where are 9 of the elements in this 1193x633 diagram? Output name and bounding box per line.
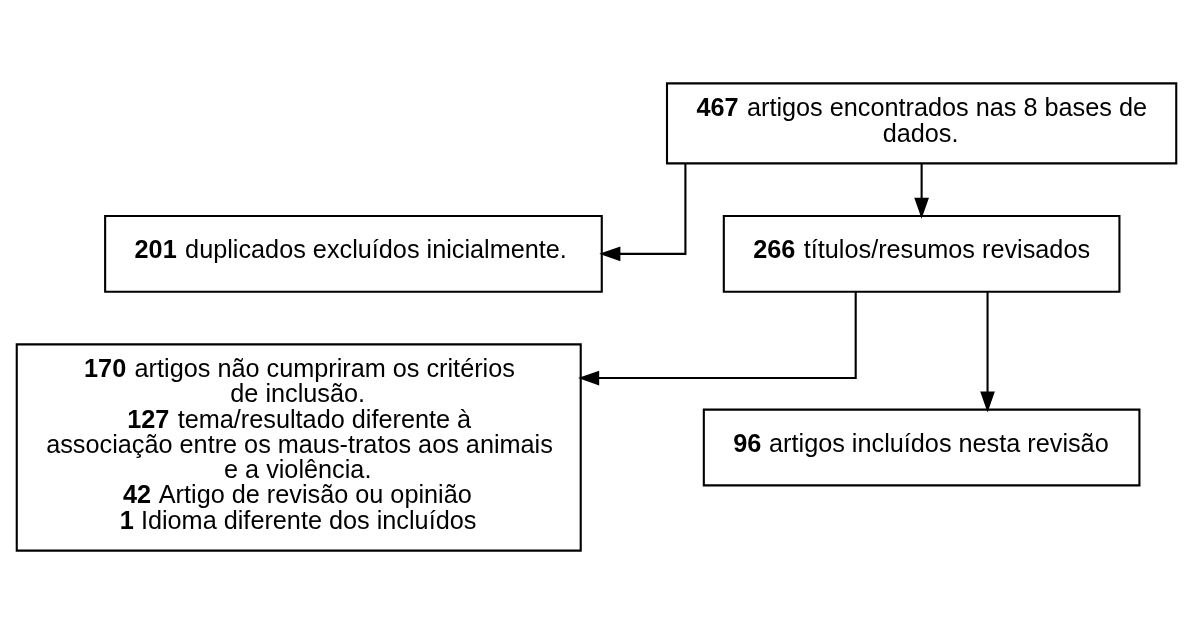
node-box: 266 títulos/resumos revisados [722, 214, 1121, 293]
arrow [980, 291, 995, 412]
arrow [578, 291, 857, 385]
node-box: 170 artigos não cumpriram os critérios de inclusão. 127 tema/resultado diferente à associação entre os maus-tratos aos animais e a violência. 42 Artigo de revisão ou opinião 1 Idioma diferente dos incluídos [15, 342, 582, 552]
arrow [914, 163, 929, 219]
arrow [599, 163, 687, 261]
node-box: 467 artigos encontrados nas 8 bases de dados. [665, 81, 1178, 164]
node-box: 201 duplicados excluídos inicialmente. [104, 214, 603, 293]
node-box: 96 artigos incluídos nesta revisão [702, 408, 1141, 486]
